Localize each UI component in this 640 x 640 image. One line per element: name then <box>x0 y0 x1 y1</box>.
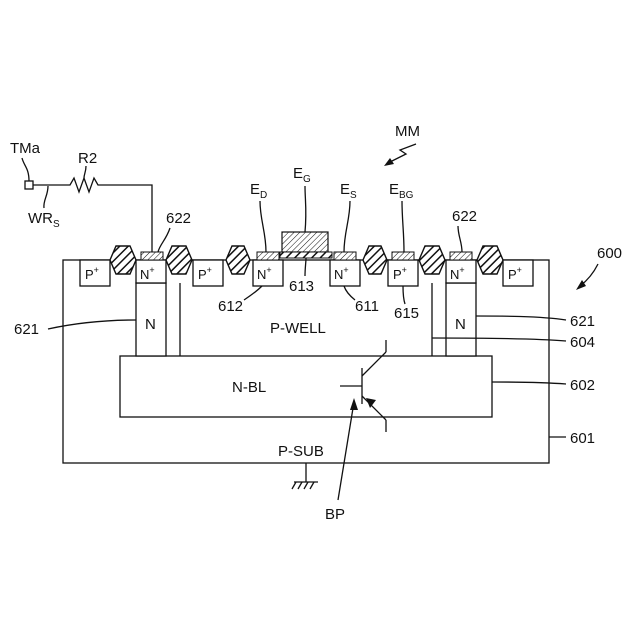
ref-622-right-leader <box>458 226 462 252</box>
resistor-leader <box>84 166 86 178</box>
n-bl-region <box>120 356 492 417</box>
electrode-drain <box>257 252 279 260</box>
locos-2 <box>166 246 192 274</box>
gate-electrode <box>282 232 328 252</box>
locos-5 <box>419 246 445 274</box>
ref-612: 612 <box>218 298 243 315</box>
backgate-leader <box>402 201 404 252</box>
resistor-label: R2 <box>78 150 97 167</box>
source-label: ES <box>340 181 357 201</box>
wire-label: WRS <box>28 210 60 230</box>
ref-615: 615 <box>394 305 419 322</box>
mm-zigzag <box>390 144 416 162</box>
backgate-label: EBG <box>389 181 414 201</box>
locos-3 <box>226 246 250 274</box>
ref-622-right: 622 <box>452 208 477 225</box>
gate-leader <box>305 186 306 232</box>
drain-label: ED <box>250 181 267 201</box>
n-left-label: N <box>145 316 156 333</box>
terminal-leader <box>22 158 29 181</box>
locos-1 <box>110 246 136 274</box>
ref-621-left: 621 <box>14 321 39 338</box>
ref-622-left-leader <box>158 228 170 252</box>
ref-601: 601 <box>570 430 595 447</box>
wire-leader <box>44 186 48 208</box>
ref-621-right: 621 <box>570 313 595 330</box>
gate-label: EG <box>293 165 311 185</box>
terminal-tma-icon <box>25 181 33 189</box>
electrode-backgate <box>392 252 414 260</box>
drain-leader <box>260 201 266 252</box>
bp-label: BP <box>325 506 345 523</box>
ref-613: 613 <box>289 278 314 295</box>
electrode-622-left <box>141 252 163 260</box>
n-right-label: N <box>455 316 466 333</box>
ref-604: 604 <box>570 334 595 351</box>
terminal-label: TMa <box>10 140 41 157</box>
p-well-label: P-WELL <box>270 320 326 337</box>
ref-602: 602 <box>570 377 595 394</box>
ref-600: 600 <box>597 245 622 262</box>
electrode-622-right <box>450 252 472 260</box>
mm-label: MM <box>395 123 420 140</box>
source-leader <box>344 201 350 252</box>
mm-arrow-icon <box>384 158 394 166</box>
p-sub-label: P-SUB <box>278 443 324 460</box>
locos-4 <box>363 246 387 274</box>
ref-611: 611 <box>355 298 379 315</box>
n-bl-label: N-BL <box>232 379 266 396</box>
electrode-source <box>334 252 356 260</box>
ref-622-left: 622 <box>166 210 191 227</box>
locos-6 <box>477 246 503 274</box>
gate-oxide <box>280 252 332 258</box>
